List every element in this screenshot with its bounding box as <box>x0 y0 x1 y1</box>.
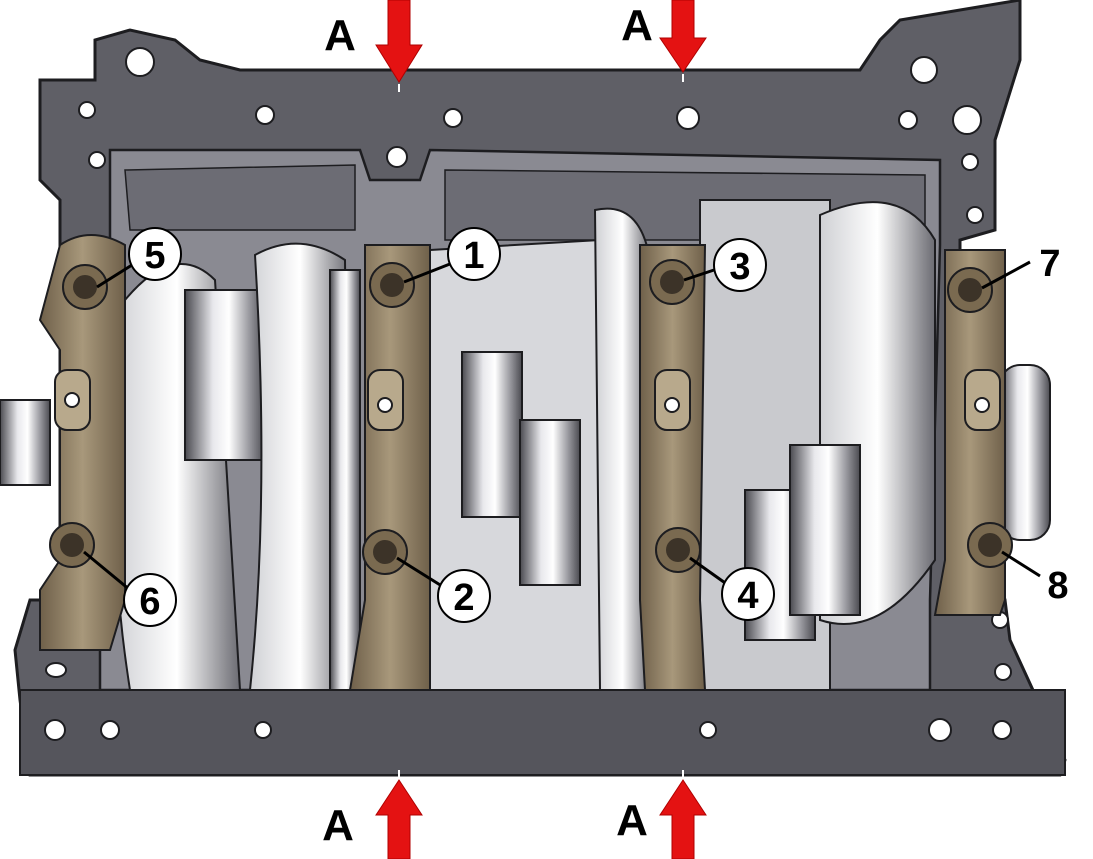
bolt-6: 6 <box>49 522 177 627</box>
arrow-bottom-left: A <box>322 779 423 859</box>
bolt-label-7: 7 <box>1039 243 1060 285</box>
cap-dowels <box>54 369 1001 431</box>
bolt-2: 2 <box>362 529 491 623</box>
bolt-3: 3 <box>649 238 767 305</box>
arrow-label-bottom-right: A <box>616 796 648 845</box>
bolt-4: 4 <box>655 527 775 621</box>
bolt-7: 7 <box>947 243 1061 313</box>
bolt-label-4: 4 <box>737 575 758 617</box>
arrow-bottom-right: A <box>616 779 707 859</box>
arrow-label-top-left: A <box>324 11 356 60</box>
bolt-label-8: 8 <box>1047 565 1068 607</box>
bolt-5: 5 <box>62 227 182 310</box>
arrow-label-top-right: A <box>621 1 653 50</box>
bolt-label-6: 6 <box>139 581 160 623</box>
arrow-tip-marks <box>398 74 684 778</box>
bolt-label-2: 2 <box>453 577 474 619</box>
arrow-top-right: A <box>621 0 707 73</box>
arrow-label-bottom-left: A <box>322 801 354 850</box>
bearing-cap-3 <box>639 244 707 691</box>
bolt-callouts: 5 6 1 2 <box>49 227 1069 627</box>
arrow-top-left: A <box>324 0 423 83</box>
force-arrows: A A A A <box>322 0 707 859</box>
bolt-1: 1 <box>369 227 501 308</box>
bolt-8: 8 <box>967 522 1069 607</box>
bolt-label-3: 3 <box>729 246 750 288</box>
bolt-label-1: 1 <box>463 235 484 277</box>
bolt-label-5: 5 <box>144 235 165 277</box>
block-holes <box>44 47 1012 742</box>
